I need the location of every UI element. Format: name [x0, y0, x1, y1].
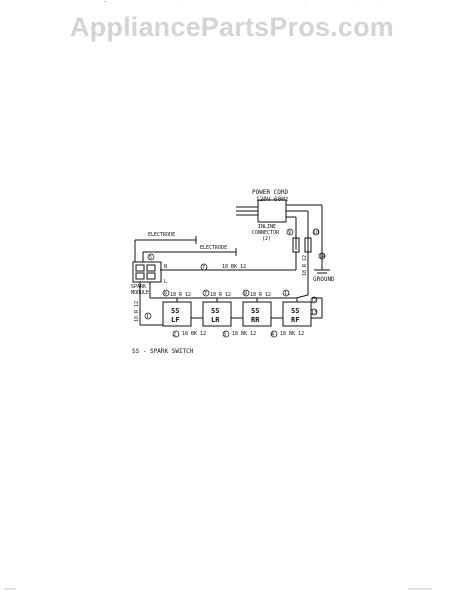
- marker-circle: [162, 289, 170, 297]
- marker-number: 6: [164, 291, 167, 297]
- marker-number: 12: [311, 298, 317, 304]
- marker-circle: [200, 263, 208, 271]
- scan-mark: ˈ: [354, 2, 356, 8]
- marker-number: 11: [284, 291, 290, 297]
- marker-circle: [310, 308, 318, 316]
- wire-label: 18 BK 12: [182, 331, 206, 337]
- switch-rf-bottom-label: RF: [291, 316, 299, 324]
- scan-mark: ˈ: [378, 2, 380, 8]
- marker-circle: [202, 289, 210, 297]
- marker-circle: [172, 330, 180, 338]
- scan-mark: ˈ: [304, 2, 306, 8]
- voltage-label: 120V 60Hz: [256, 196, 289, 203]
- wire-label: 18 R 12: [302, 255, 308, 276]
- switch-lf-bottom-label: LF: [171, 316, 179, 324]
- wire-label: 18 R 12: [170, 292, 191, 298]
- marker-number: 1: [146, 314, 149, 320]
- marker-circle: [144, 312, 152, 320]
- footer-code-right: ~~~~~~~~: [408, 587, 433, 593]
- marker-circle: [282, 289, 290, 297]
- marker-number: 9: [288, 230, 291, 236]
- electrode-label: ELECTRODE: [148, 232, 175, 238]
- wires: [132, 199, 330, 327]
- marker-circle: [270, 330, 278, 338]
- inline-connector-label: (2): [262, 236, 271, 242]
- spark-module-label: MODULE: [131, 290, 149, 296]
- marker-number: 2: [173, 332, 176, 338]
- wire-label: 18 R 12: [134, 301, 140, 322]
- terminal-l-label: L: [164, 279, 167, 285]
- wire-label: 18 R 12: [250, 292, 271, 298]
- wire-label: 18 BK 12: [222, 264, 246, 270]
- inline-connector: [304, 237, 312, 253]
- power-cord-label: POWER CORD: [252, 189, 289, 196]
- terminal-n-label: N: [164, 264, 167, 270]
- scan-mark: ˈ: [178, 2, 180, 8]
- marker-number: 7: [204, 291, 207, 297]
- electrode-label: ELECTRODE: [200, 245, 227, 251]
- module-terminal: [135, 264, 145, 272]
- wire-label: 18 BK 12: [232, 331, 256, 337]
- footer-code-left: ~~~~: [4, 587, 17, 593]
- marker-circle: [222, 330, 230, 338]
- marker-number: 5: [149, 255, 152, 261]
- marker-circle: [242, 289, 250, 297]
- marker-number: 7: [202, 265, 205, 271]
- switch-rf-top-label: SS: [291, 307, 299, 315]
- module-terminal: [135, 272, 145, 280]
- legend-spark-switch: SS - SPARK SWITCH: [132, 348, 194, 355]
- marker-circle: [318, 252, 326, 260]
- switch-rr-top-label: SS: [251, 307, 259, 315]
- marker-numbers: 5 7 9 10 6 7 8 11 1 2 3 4 12 13 14: [146, 230, 325, 338]
- power-cord-plug-icon: [257, 199, 287, 223]
- marker-number: 3: [223, 332, 226, 338]
- wire-label: 18 BK 12: [280, 331, 304, 337]
- marker-number: 13: [311, 310, 317, 316]
- marker-circles: [144, 228, 326, 338]
- wire-label: 18 R 12: [210, 292, 231, 298]
- module-terminal: [146, 264, 156, 272]
- spark-module-box: [132, 261, 162, 283]
- marker-circle: [312, 228, 320, 236]
- switch-lr-bottom-label: LR: [211, 316, 220, 324]
- marker-circle: [286, 228, 294, 236]
- marker-number: 10: [313, 230, 319, 236]
- switch-rr-bottom-label: RR: [251, 316, 260, 324]
- switch-lr-top-label: SS: [211, 307, 219, 315]
- spark-module-label: SPARK: [131, 284, 146, 290]
- marker-number: 8: [244, 291, 247, 297]
- switch-lf-top-label: SS: [171, 307, 179, 315]
- ground-label: GROUND: [313, 276, 335, 283]
- inline-connector-label: INLINE: [258, 224, 276, 230]
- module-terminal: [146, 272, 156, 280]
- marker-number: 14: [319, 254, 325, 260]
- marker-number: 4: [271, 332, 274, 338]
- marker-circle: [147, 253, 155, 261]
- inline-connector-label: CONNECTOR: [252, 230, 280, 236]
- marker-circle: [310, 296, 318, 304]
- scan-mark: ˘: [104, 2, 106, 8]
- wire-neutral: [295, 294, 309, 299]
- watermark-logo: AppliancePartsPros.com: [69, 12, 394, 42]
